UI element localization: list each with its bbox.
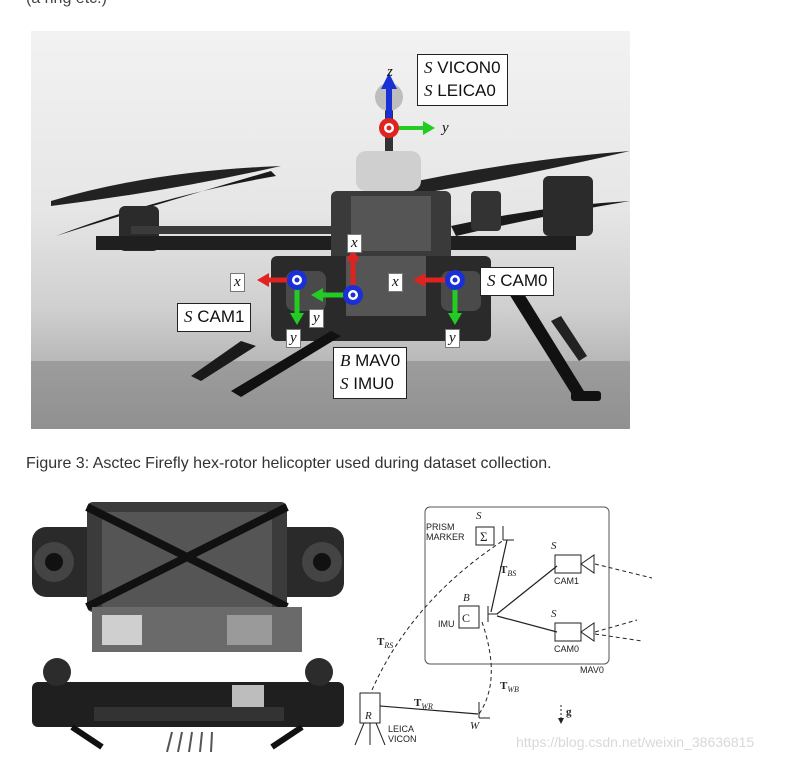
mav0-name: MAV0 [355, 351, 401, 370]
imu0-frame: S [340, 373, 349, 393]
sensor-board-illustration [32, 502, 344, 752]
cam1-y-label: y [286, 329, 301, 348]
mav0-diagram-label: MAV0 [580, 665, 604, 675]
imu-x-label: x [347, 234, 362, 253]
t-rs-label: TRS [377, 636, 393, 650]
frames-diagram: Σ C [352, 500, 662, 755]
t-wr-sub: WR [421, 702, 433, 712]
t-wr-t: T [414, 697, 422, 709]
figure-caption: Figure 3: Asctec Firefly hex-rotor helic… [26, 455, 552, 472]
frames-diagram-lines: Σ C [354, 506, 653, 746]
t-bs-label: TBS [500, 564, 516, 578]
svg-text:Σ: Σ [480, 529, 488, 544]
t-wb-sub: WB [507, 685, 519, 695]
t-rs-t: T [377, 636, 385, 648]
leica-frame: S [424, 80, 433, 100]
leica-vicon-label: LEICA VICON [388, 724, 417, 745]
imu-label: IMU [438, 619, 455, 629]
cam1-label: S CAM1 [177, 303, 252, 332]
cam1-s-label: S [551, 540, 557, 552]
g-label: g [566, 706, 572, 718]
cam1-name: CAM1 [197, 307, 245, 326]
prism-label-line1: PRISM [426, 522, 455, 532]
mav0-frame: B [340, 351, 351, 370]
imu-y-label: y [309, 309, 324, 328]
cam0-y-label: y [445, 329, 460, 348]
leica-name: LEICA0 [437, 80, 496, 100]
sensor-board-photo [32, 497, 344, 752]
vicon-line: VICON [388, 733, 417, 744]
marker-y-label: y [442, 120, 449, 136]
marker-z-label: z [387, 64, 393, 80]
prism-s-label: S [476, 510, 482, 522]
imu-b-label: B [463, 592, 470, 604]
cam0-label: S CAM0 [480, 267, 555, 296]
cam0-name: CAM0 [500, 271, 548, 290]
clipped-top-text: (a ring etc.) [26, 0, 107, 8]
cam0-frame: S [487, 271, 496, 290]
imu-axes [311, 249, 363, 305]
r-label: R [365, 710, 372, 722]
cam0-s-label: S [551, 608, 557, 620]
imu0-name: IMU0 [353, 373, 394, 393]
leica-line: LEICA [388, 724, 415, 734]
marker-axes [379, 73, 435, 138]
prism-label-line2: MARKER [426, 531, 465, 542]
t-bs-sub: BS [507, 569, 517, 579]
vicon-frame: S [424, 58, 433, 77]
mav-imu-label: B MAV0 S IMU0 [333, 347, 408, 399]
vicon-leica-label: S VICON0 S LEICA0 [417, 54, 508, 106]
prism-marker-label: PRISM MARKER [426, 522, 465, 543]
vicon-name: VICON0 [437, 58, 501, 77]
cam1-diagram-label: CAM1 [554, 576, 580, 586]
watermark: https://blog.csdn.net/weixin_38636815 [516, 734, 755, 750]
drone-illustration [31, 73, 630, 429]
cam0-diagram-label: CAM0 [554, 644, 580, 654]
t-rs-sub: RS [384, 641, 394, 651]
cam1-frame: S [184, 307, 193, 326]
t-bs-t: T [500, 564, 508, 576]
cam1-x-label: x [230, 273, 245, 292]
drone-photo: S VICON0 S LEICA0 S CAM0 S CAM1 B MAV0 S… [31, 31, 630, 429]
w-label: W [470, 720, 480, 732]
svg-text:C: C [462, 611, 470, 625]
cam0-x-label: x [388, 273, 403, 292]
t-wb-label: TWB [500, 680, 519, 694]
t-wb-t: T [500, 680, 508, 692]
t-wr-label: TWR [414, 697, 433, 711]
cam0-axes [413, 270, 465, 325]
cam1-axes [257, 270, 307, 325]
